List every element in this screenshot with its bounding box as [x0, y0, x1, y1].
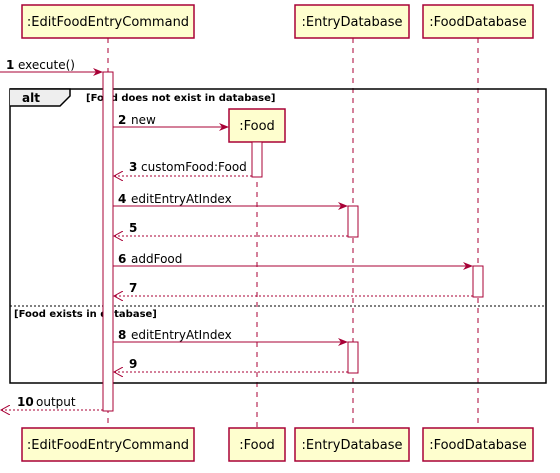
participant-entry-database-label: :EntryDatabase [302, 15, 403, 30]
message-6-number: 6 [118, 252, 126, 266]
participant-food-bottom-label: :Food [239, 438, 275, 453]
participant-food-database-bottom: :FoodDatabase [422, 427, 534, 462]
message-7: 7 [114, 281, 473, 296]
activation-command [102, 71, 114, 412]
participant-entry-database-bottom: :EntryDatabase [294, 427, 410, 462]
message-5: 5 [114, 221, 348, 236]
message-1-number: 1 [6, 58, 14, 72]
participant-food-created: :Food [228, 108, 286, 143]
message-10-number: 10 [17, 395, 34, 409]
message-10: 10 output [1, 395, 103, 410]
participant-command-bottom-label: :EditFoodEntryCommand [27, 438, 189, 453]
alt-guard-2: [Food exists in database] [14, 309, 157, 320]
participant-command-bottom: :EditFoodEntryCommand [21, 427, 195, 462]
message-3-number: 3 [129, 160, 137, 174]
message-6-label: addFood [131, 252, 182, 266]
message-10-label: output [36, 395, 76, 409]
alt-keyword: alt [22, 91, 40, 105]
message-4-number: 4 [118, 192, 126, 206]
message-8: 8 editEntryAtIndex [113, 328, 348, 346]
message-8-label: editEntryAtIndex [131, 328, 232, 342]
message-6: 6 addFood [113, 252, 473, 270]
participant-command-top: :EditFoodEntryCommand [21, 4, 195, 39]
alt-guard-1: [Food does not exist in database] [86, 93, 275, 104]
message-8-number: 8 [118, 328, 126, 342]
participant-command-label: :EditFoodEntryCommand [27, 15, 189, 30]
message-9: 9 [114, 357, 348, 372]
message-2-label: new [131, 113, 156, 127]
message-3: 3 customFood:Food [114, 160, 252, 176]
message-7-number: 7 [129, 281, 137, 295]
participant-entry-database-top: :EntryDatabase [294, 4, 410, 39]
activation-food-database [472, 265, 484, 298]
participant-food-label: :Food [239, 119, 275, 134]
alt-fragment: alt [Food does not exist in database] [F… [9, 88, 547, 384]
message-9-number: 9 [129, 357, 137, 371]
participant-food-database-bottom-label: :FoodDatabase [429, 438, 527, 453]
message-1-label: execute() [18, 58, 75, 72]
participant-food-database-label: :FoodDatabase [429, 15, 527, 30]
activation-food [251, 141, 263, 178]
participant-food-database-top: :FoodDatabase [422, 4, 534, 39]
message-2: 2 new [113, 113, 229, 131]
participant-food-bottom: :Food [228, 427, 286, 462]
message-4: 4 editEntryAtIndex [113, 192, 348, 210]
message-1: 1 execute() [0, 58, 103, 76]
message-5-number: 5 [129, 221, 137, 235]
message-2-number: 2 [118, 113, 126, 127]
message-3-label: customFood:Food [141, 160, 247, 174]
activation-entry-database-1 [347, 205, 359, 238]
participant-entry-database-bottom-label: :EntryDatabase [302, 438, 403, 453]
message-4-label: editEntryAtIndex [131, 192, 232, 206]
activation-entry-database-2 [347, 341, 359, 374]
